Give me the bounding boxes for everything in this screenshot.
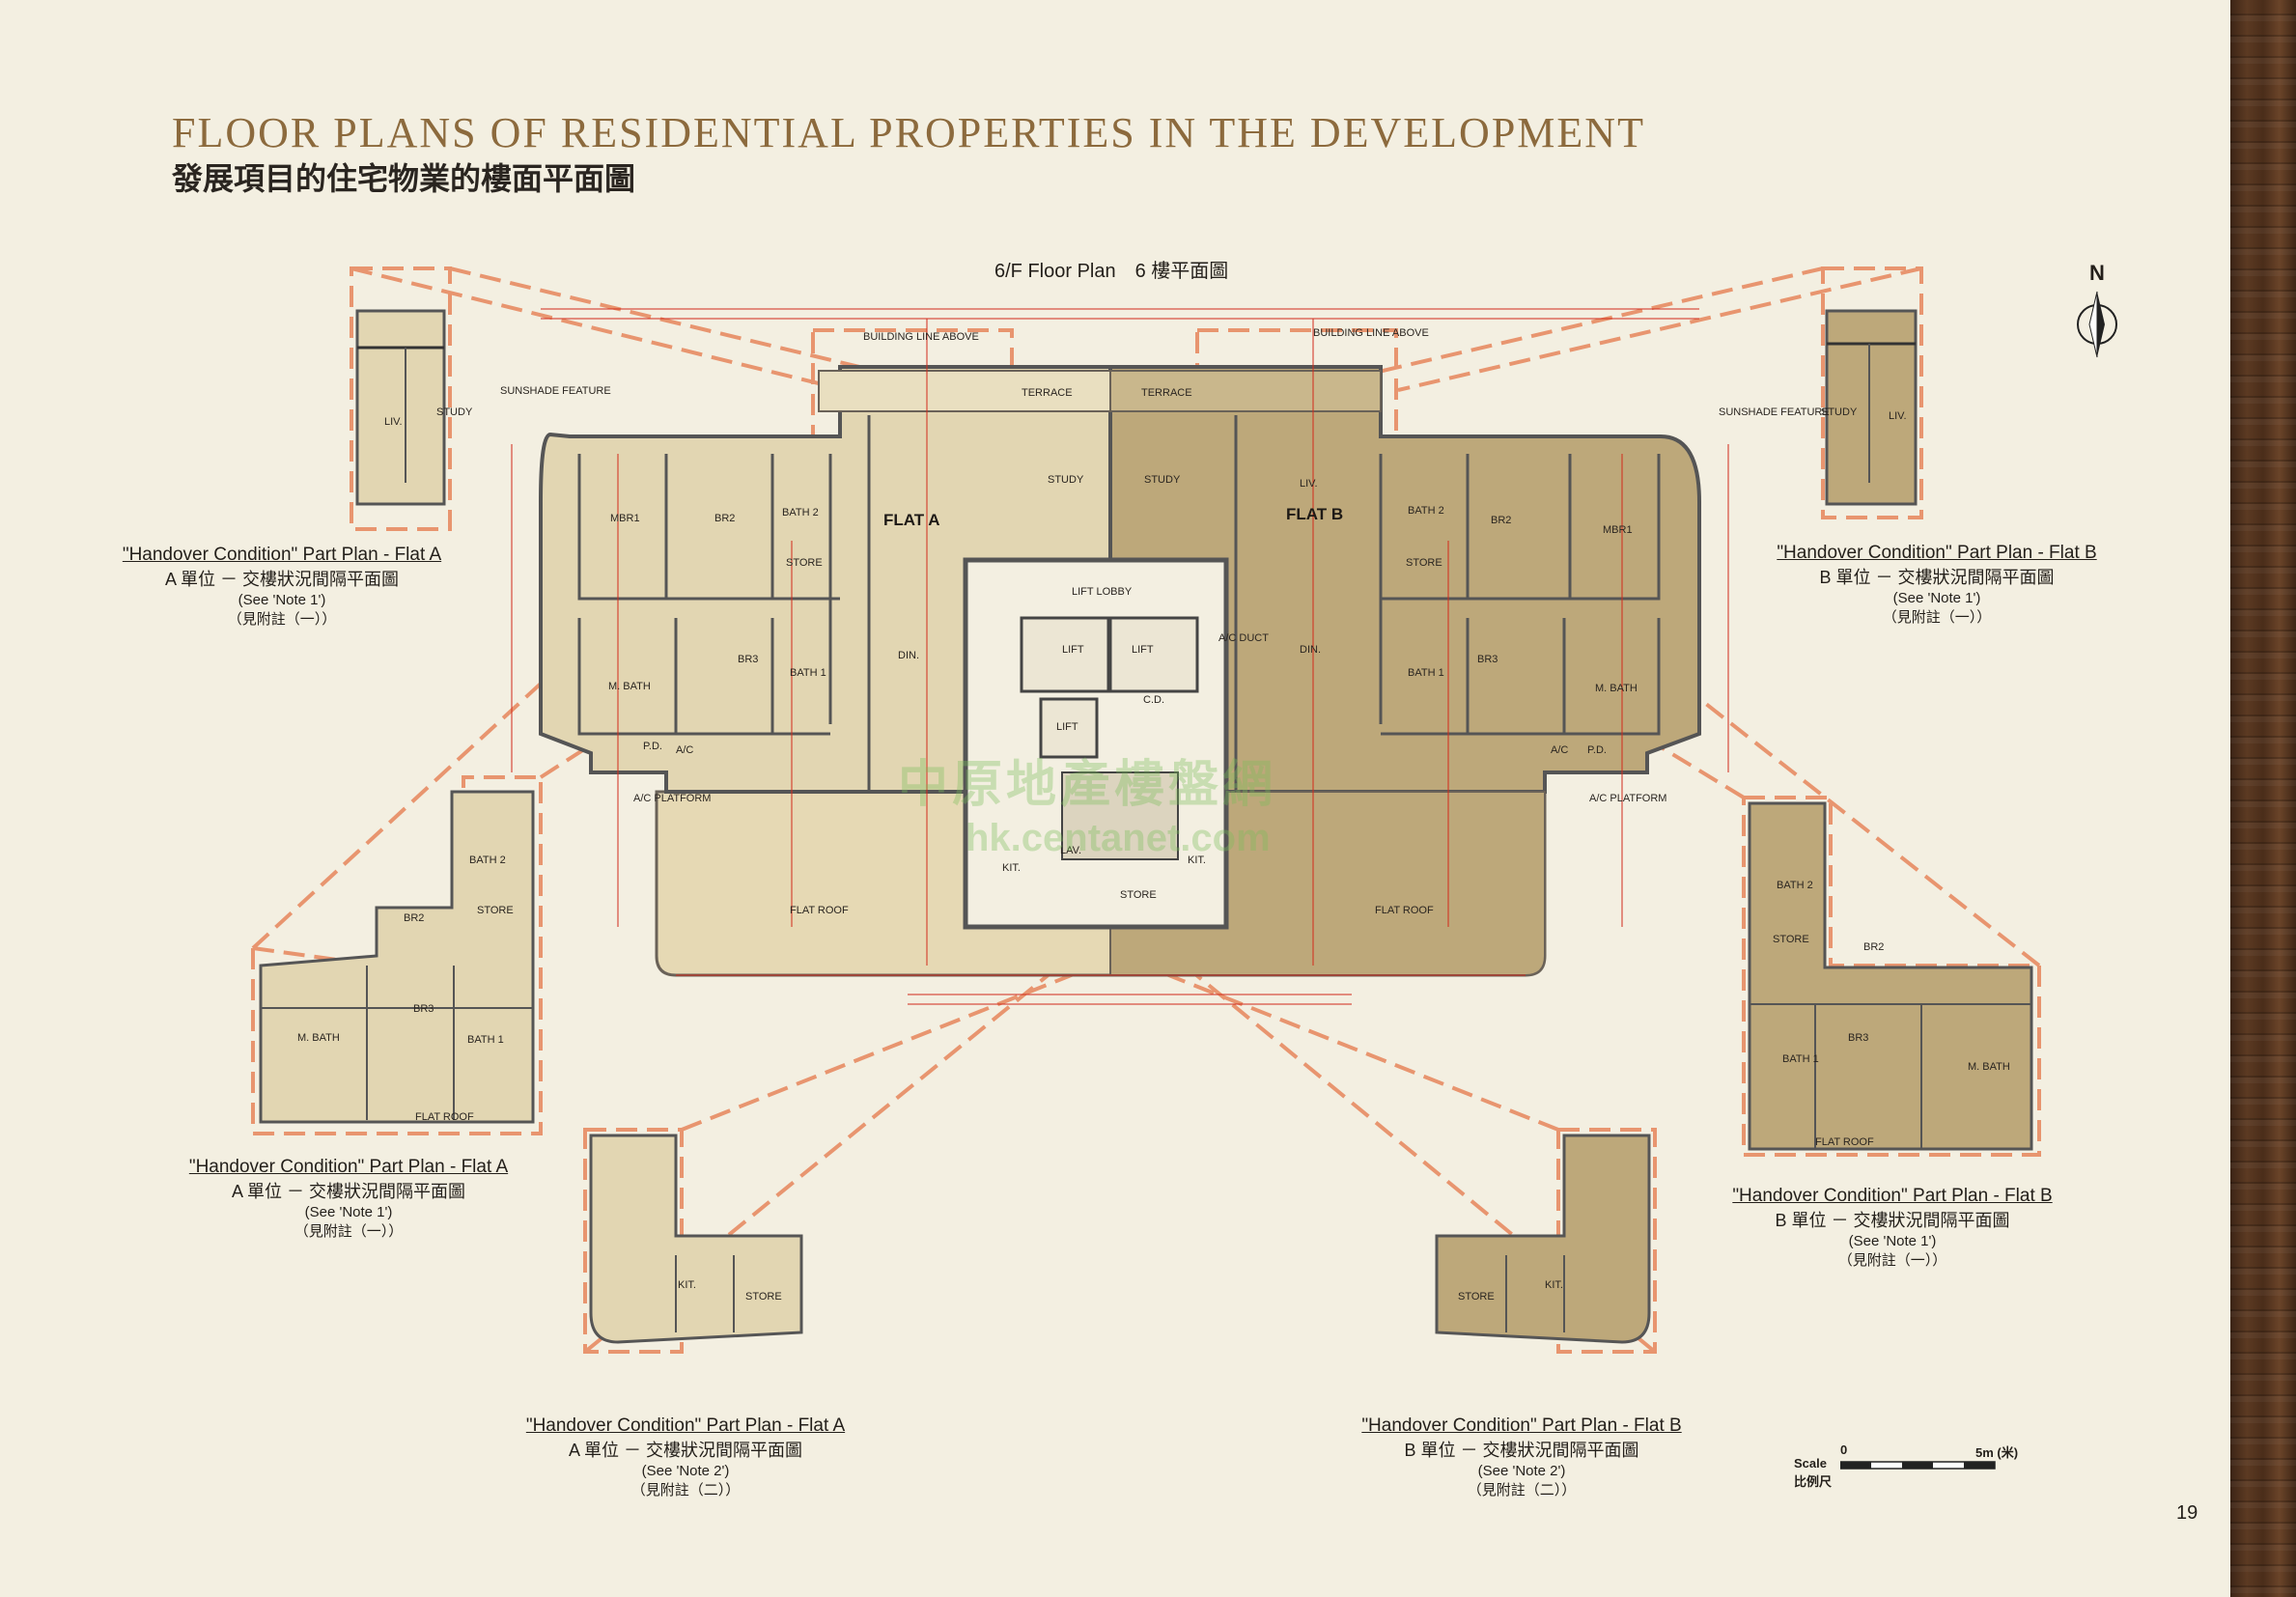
caption-bottom-left: "Handover Condition" Part Plan - Flat A … <box>525 1415 846 1499</box>
label-study-b: STUDY <box>1144 474 1181 486</box>
label-sunshade-a: SUNSHADE FEATURE <box>500 385 611 397</box>
scale-zero: 0 <box>1840 1443 1848 1457</box>
label-br2-a: BR2 <box>714 513 735 524</box>
label-lift-2: LIFT <box>1132 644 1154 656</box>
label-bath2-l: BATH 2 <box>469 855 506 866</box>
floor-plan-title: 6/F Floor Plan 6 樓平面圖 <box>994 261 1229 282</box>
label-study-tr: STUDY <box>1821 406 1858 418</box>
label-din-a: DIN. <box>898 650 919 661</box>
label-bath1-r: BATH 1 <box>1782 1053 1819 1065</box>
part-plan-bottom-right <box>1435 1134 1651 1344</box>
north-arrow: N <box>2068 261 2126 367</box>
label-flat-roof-l: FLAT ROOF <box>415 1111 474 1123</box>
caption-top-left: "Handover Condition" Part Plan - Flat A … <box>122 545 442 629</box>
label-store-bl: STORE <box>745 1291 782 1303</box>
page-title-en: FLOOR PLANS OF RESIDENTIAL PROPERTIES IN… <box>172 109 1645 156</box>
label-br2-l: BR2 <box>404 912 424 924</box>
label-duct: A/C DUCT <box>1218 632 1269 644</box>
caption-bottom-right: "Handover Condition" Part Plan - Flat B … <box>1361 1415 1682 1499</box>
label-liv-tr: LIV. <box>1889 410 1907 422</box>
wood-border <box>2230 0 2296 1597</box>
room-labels: FLAT A FLAT B TERRACE TERRACE STUDY STUD… <box>297 327 2010 1303</box>
label-bath1-b: BATH 1 <box>1408 667 1444 679</box>
label-store-br: STORE <box>1458 1291 1495 1303</box>
label-mbr1-a: MBR1 <box>610 513 640 524</box>
label-liv-tl: LIV. <box>384 416 403 428</box>
label-sunshade-b: SUNSHADE FEATURE <box>1719 406 1830 418</box>
label-flat-b: FLAT B <box>1286 505 1343 523</box>
scale-graphic <box>1840 1461 1996 1470</box>
label-din-b: DIN. <box>1300 644 1321 656</box>
label-store-core: STORE <box>1120 889 1157 901</box>
label-study-a: STUDY <box>1048 474 1084 486</box>
label-ac-platform-b: A/C PLATFORM <box>1589 793 1666 804</box>
part-plan-top-right <box>1825 309 1918 506</box>
label-br3-b: BR3 <box>1477 654 1498 665</box>
label-study-tl: STUDY <box>436 406 473 418</box>
label-store-l: STORE <box>477 905 514 916</box>
scale-label-en: Scale <box>1794 1456 1827 1471</box>
scale-label-zh: 比例尺 <box>1794 1474 1833 1489</box>
label-mbath-b: M. BATH <box>1595 683 1638 694</box>
label-bath2-a: BATH 2 <box>782 507 819 518</box>
label-mbath-l: M. BATH <box>297 1032 340 1044</box>
label-kit-bl: KIT. <box>678 1279 696 1291</box>
page-number: 19 <box>2176 1502 2198 1524</box>
label-ac-a: A/C <box>676 744 693 756</box>
label-kit-b: KIT. <box>1188 855 1206 866</box>
scale-bar: Scale 比例尺 0 5m (米) <box>1794 1443 2026 1500</box>
scale-max: 5m (米) <box>1975 1445 2019 1460</box>
label-building-line-a: BUILDING LINE ABOVE <box>863 331 979 343</box>
label-lift-3: LIFT <box>1056 721 1078 733</box>
label-bath1-l: BATH 1 <box>467 1034 504 1046</box>
caption-top-right: "Handover Condition" Part Plan - Flat B … <box>1777 543 2097 627</box>
label-flat-roof-a: FLAT ROOF <box>790 905 849 916</box>
label-terrace-a: TERRACE <box>1022 387 1073 399</box>
label-cd: C.D. <box>1143 694 1164 706</box>
label-br3-r: BR3 <box>1848 1032 1868 1044</box>
label-br2-b: BR2 <box>1491 515 1511 526</box>
part-plan-bottom-left <box>589 1134 803 1344</box>
part-plan-left <box>259 790 535 1124</box>
dimension-lines <box>511 308 1729 1005</box>
label-lav: LAV. <box>1060 845 1081 856</box>
label-store-a: STORE <box>786 557 823 569</box>
label-kit-br: KIT. <box>1545 1279 1563 1291</box>
label-flat-a: FLAT A <box>883 511 940 529</box>
compass-icon <box>2077 291 2117 358</box>
watermark: 中原地產樓盤網 <box>898 757 1277 813</box>
label-lift-1: LIFT <box>1062 644 1084 656</box>
label-br2-r: BR2 <box>1863 941 1884 953</box>
part-plan-right <box>1748 801 2033 1151</box>
label-flat-roof-r: FLAT ROOF <box>1815 1136 1874 1148</box>
label-mbr1-b: MBR1 <box>1603 524 1633 536</box>
label-bath2-r: BATH 2 <box>1777 880 1813 891</box>
label-store-r: STORE <box>1773 934 1809 945</box>
caption-left: "Handover Condition" Part Plan - Flat A … <box>188 1157 509 1241</box>
label-pd-b: P.D. <box>1587 744 1607 756</box>
label-br3-l: BR3 <box>413 1003 434 1015</box>
north-label: N <box>2089 261 2105 285</box>
page-title-zh: 發展項目的住宅物業的樓面平面圖 <box>172 160 636 197</box>
label-pd-a: P.D. <box>643 741 662 752</box>
label-bath2-b: BATH 2 <box>1408 505 1444 517</box>
label-ac-platform-a: A/C PLATFORM <box>633 793 711 804</box>
label-bath1-a: BATH 1 <box>790 667 826 679</box>
label-liv-b: LIV. <box>1300 478 1318 490</box>
label-mbath-a: M. BATH <box>608 681 651 692</box>
label-mbath-r: M. BATH <box>1968 1061 2010 1073</box>
label-terrace-b: TERRACE <box>1141 387 1192 399</box>
label-building-line-b: BUILDING LINE ABOVE <box>1313 327 1429 339</box>
label-kit-a: KIT. <box>1002 862 1021 874</box>
label-br3-a: BR3 <box>738 654 758 665</box>
watermark-url: hk.centanet.com <box>966 817 1271 859</box>
label-store-b: STORE <box>1406 557 1442 569</box>
label-ac-b: A/C <box>1551 744 1568 756</box>
main-building <box>511 308 1729 1005</box>
label-lift-lobby: LIFT LOBBY <box>1072 586 1133 598</box>
part-plan-top-left <box>355 309 446 506</box>
label-flat-roof-b: FLAT ROOF <box>1375 905 1434 916</box>
caption-right: "Handover Condition" Part Plan - Flat B … <box>1732 1186 2053 1270</box>
